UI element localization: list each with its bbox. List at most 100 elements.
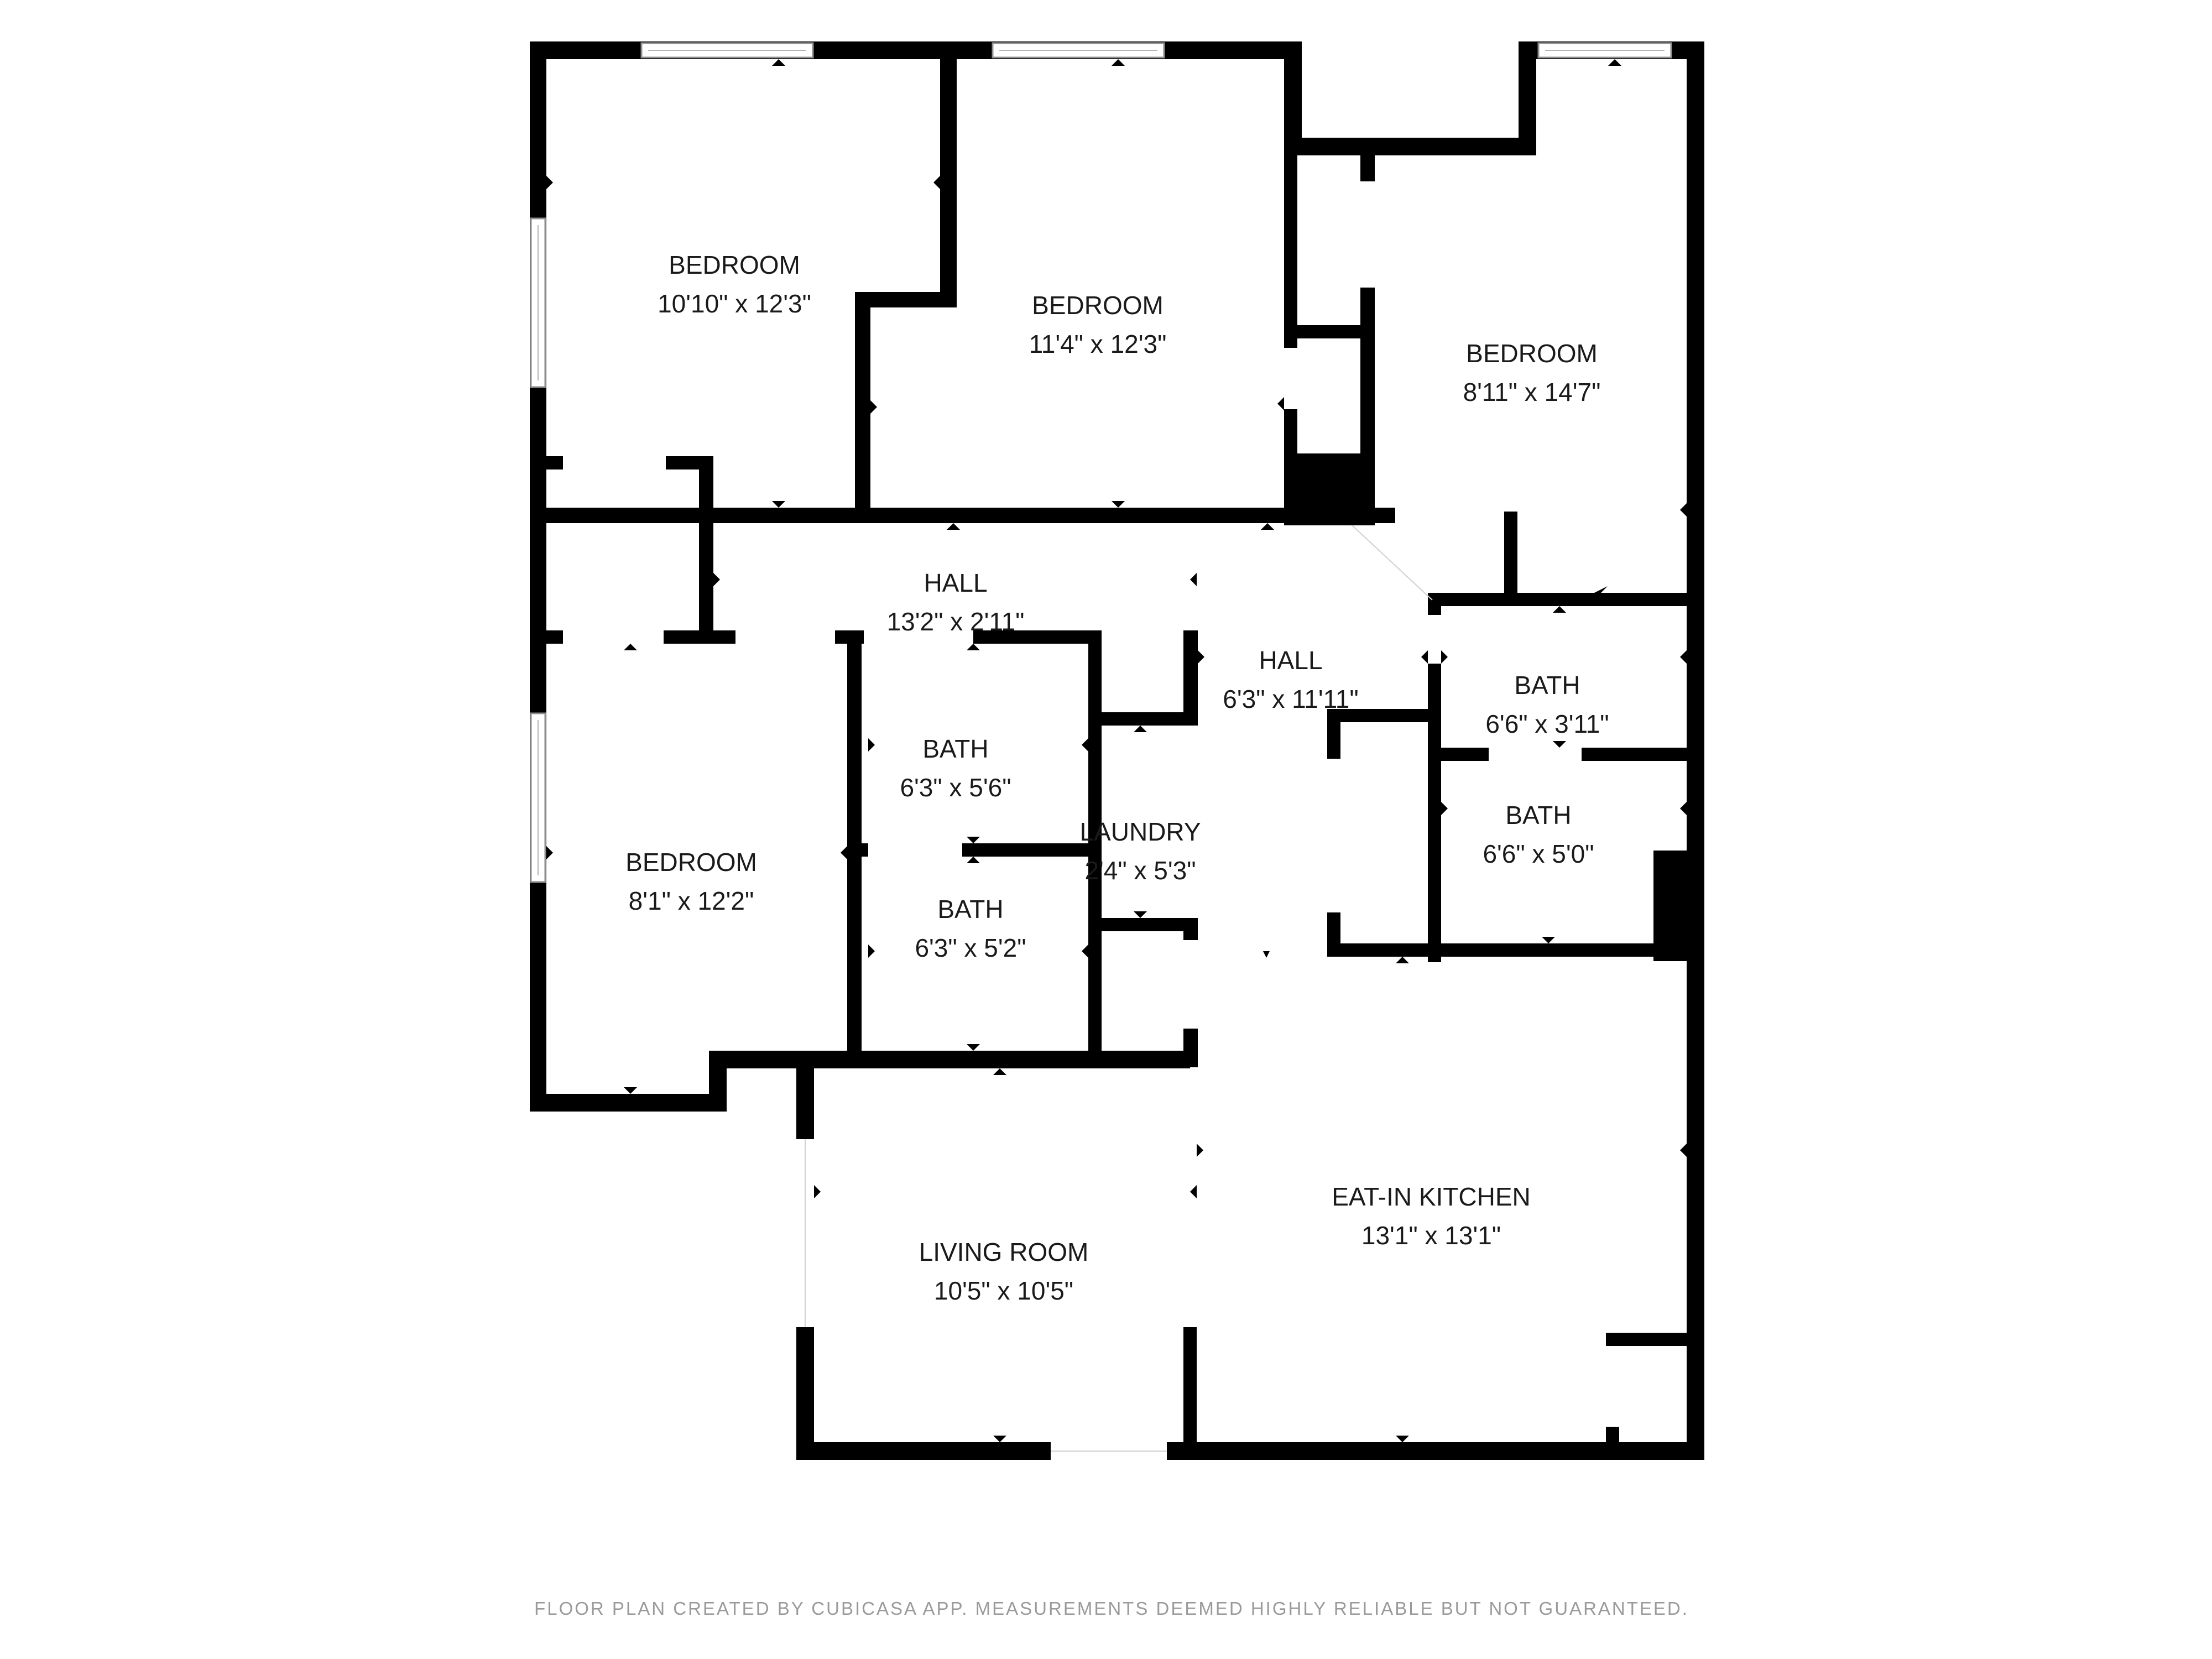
doorway [1352, 525, 1433, 601]
room-name: LAUNDRY [1080, 817, 1201, 846]
room-name: BEDROOM [1466, 339, 1598, 368]
measure-marker [1190, 573, 1197, 586]
room-name: BATH [1505, 801, 1571, 830]
measure-marker [1680, 1144, 1687, 1157]
wall [1284, 138, 1297, 348]
wall [664, 630, 735, 644]
measure-marker [1441, 802, 1448, 815]
wall [1183, 630, 1198, 724]
wall [1582, 748, 1694, 761]
room-name: BEDROOM [669, 251, 800, 279]
wall [1606, 1427, 1619, 1460]
room-size: 6'3" x 5'6" [900, 773, 1011, 802]
measure-marker [624, 1087, 637, 1094]
wall [1284, 325, 1373, 338]
room-size: 2'4" x 5'3" [1084, 856, 1196, 885]
wall [1344, 498, 1375, 525]
measure-marker [993, 1068, 1006, 1075]
measurement-markers [546, 59, 1687, 1442]
room-name: BEDROOM [625, 848, 757, 877]
wall [1434, 593, 1694, 606]
room-size: 6'3" x 11'11" [1223, 685, 1358, 713]
openings [795, 525, 1433, 1461]
measure-marker [1197, 1144, 1203, 1157]
wall [530, 456, 563, 469]
measure-marker [1542, 937, 1555, 943]
wall [1653, 851, 1688, 961]
wall [855, 843, 868, 857]
measure-marker [868, 945, 875, 958]
measure-marker [1134, 911, 1147, 918]
room-size: 10'10" x 12'3" [658, 289, 811, 318]
wall [709, 1051, 1190, 1068]
measure-marker [1680, 650, 1687, 664]
measure-marker [814, 1185, 821, 1198]
wall [1428, 664, 1441, 962]
measure-marker [1553, 606, 1566, 613]
measure-marker [841, 846, 847, 859]
wall [1519, 41, 1536, 155]
wall [530, 508, 1395, 523]
measure-marker [772, 59, 785, 66]
room-name: BEDROOM [1032, 291, 1164, 320]
measure-marker [1680, 802, 1687, 815]
wall [855, 292, 870, 519]
room-name: BATH [937, 895, 1003, 924]
room-size: 11'4" x 12'3" [1029, 330, 1167, 358]
wall [1327, 943, 1694, 957]
wall [855, 292, 957, 307]
measure-marker [1082, 945, 1088, 958]
measure-marker [967, 1044, 980, 1051]
room-name: HALL [924, 568, 987, 597]
windows [530, 42, 1672, 883]
wall [1360, 155, 1375, 181]
measure-marker [868, 738, 875, 752]
wall [530, 630, 563, 644]
footer-disclaimer: FLOOR PLAN CREATED BY CUBICASA APP. MEAS… [534, 1598, 1689, 1619]
wall [530, 41, 546, 1112]
measure-marker [1198, 650, 1204, 664]
wall [1284, 41, 1302, 148]
room-size: 8'1" x 12'2" [629, 886, 754, 915]
room-size: 8'11" x 14'7" [1463, 378, 1601, 406]
measure-marker [947, 523, 960, 530]
measure-marker [967, 857, 980, 863]
measure-marker [1441, 650, 1448, 664]
measure-marker [546, 846, 553, 859]
wall [962, 843, 1095, 857]
wall [699, 456, 713, 633]
wall [1284, 409, 1297, 465]
wall [1088, 630, 1102, 1062]
measure-marker [772, 501, 785, 508]
walls [530, 41, 1704, 1460]
measure-marker [1421, 650, 1428, 664]
measure-marker [1608, 59, 1621, 66]
room-size: 13'2" x 2'11" [887, 607, 1025, 636]
measure-marker [713, 573, 720, 586]
wall [1095, 918, 1198, 931]
measure-marker [993, 1436, 1006, 1442]
measure-marker [1277, 397, 1284, 410]
measure-marker [546, 176, 553, 189]
wall [1095, 712, 1198, 726]
measure-marker [1082, 738, 1088, 752]
room-name: HALL [1259, 646, 1322, 675]
measure-marker [1680, 503, 1687, 517]
wall [1428, 748, 1489, 761]
wall [1183, 1029, 1198, 1067]
measure-marker [1261, 523, 1274, 530]
room-size: 6'6" x 3'11" [1485, 709, 1609, 738]
wall [940, 41, 957, 307]
wall [973, 630, 1095, 644]
measure-marker [1396, 1436, 1409, 1442]
wall [1327, 709, 1441, 722]
measure-marker [1553, 741, 1566, 748]
wall [1284, 138, 1528, 155]
room-name: BATH [922, 734, 988, 763]
room-size: 10'5" x 10'5" [934, 1276, 1073, 1305]
measure-marker [870, 400, 877, 414]
measure-marker [1594, 586, 1608, 593]
room-size: 6'3" x 5'2" [915, 933, 1026, 962]
measure-marker [967, 837, 980, 843]
